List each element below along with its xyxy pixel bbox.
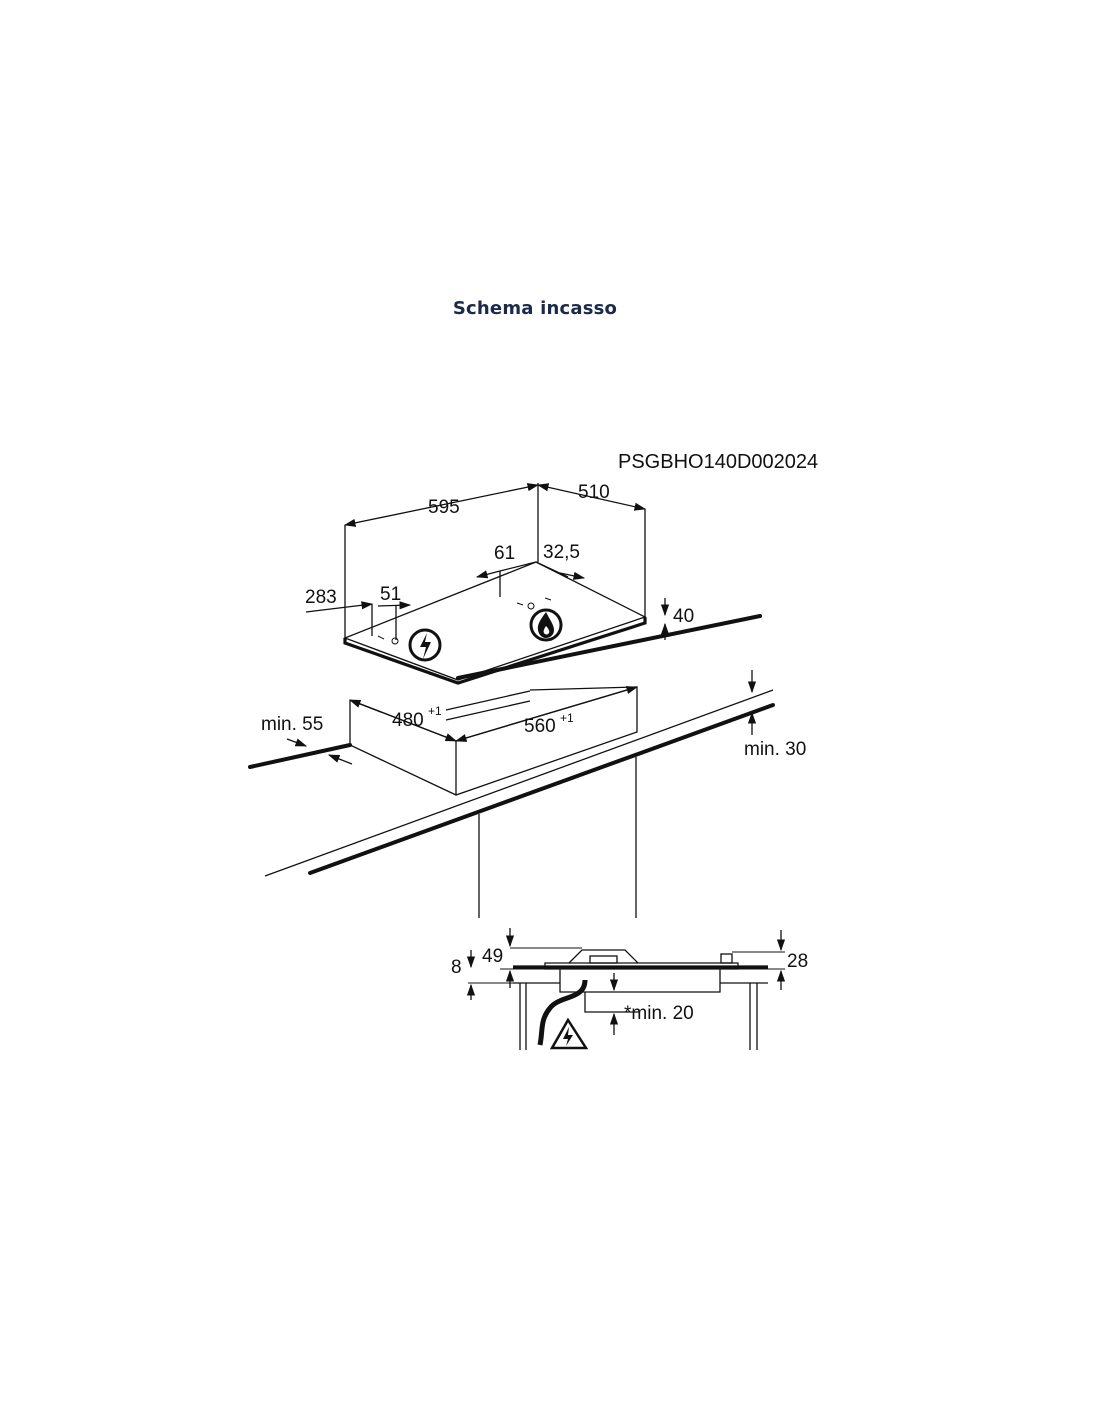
electric-hazard-icon — [408, 628, 442, 662]
dim-560-tol: +1 — [560, 711, 574, 725]
dim-28: 28 — [787, 951, 808, 972]
dim-line-min55-a — [286, 738, 308, 747]
dim-line-595 — [343, 483, 540, 527]
gas-flame-icon — [529, 608, 563, 642]
dim-40: 40 — [673, 606, 694, 627]
dim-595: 595 — [428, 497, 460, 518]
dim-min-30: min. 30 — [744, 739, 806, 760]
dim-line-560 — [454, 686, 639, 742]
dim-480: 480 — [392, 710, 424, 731]
dim-32-5: 32,5 — [543, 542, 580, 563]
dim-283: 283 — [305, 587, 337, 608]
dim-510: 510 — [578, 482, 610, 503]
dim-min-55: min. 55 — [261, 714, 323, 735]
dim-min-20: *min. 20 — [624, 1003, 694, 1024]
dim-560: 560 — [524, 716, 556, 737]
side-view — [468, 947, 785, 1050]
page-title: Schema incasso — [452, 298, 618, 319]
dim-51: 51 — [380, 584, 401, 605]
hob-outline — [343, 483, 647, 685]
warning-triangle-icon — [549, 1017, 589, 1050]
dim-49: 49 — [482, 946, 503, 967]
dim-line-283 — [305, 601, 374, 613]
cutout — [349, 686, 638, 796]
dim-line-51 — [377, 601, 412, 610]
dim-line-32-5 — [559, 571, 586, 580]
drawing-code: PSGBHO140D002024 — [618, 451, 818, 473]
dim-line-510 — [536, 483, 647, 511]
dim-61: 61 — [494, 543, 515, 564]
dim-line-480 — [348, 699, 458, 742]
dim-line-61 — [475, 570, 501, 579]
hob-front-edge — [343, 617, 647, 685]
dim-8: 8 — [451, 957, 462, 978]
hob-top-surface — [343, 561, 647, 681]
dim-line-min55-b — [327, 754, 353, 765]
dim-480-tol: +1 — [428, 704, 442, 718]
